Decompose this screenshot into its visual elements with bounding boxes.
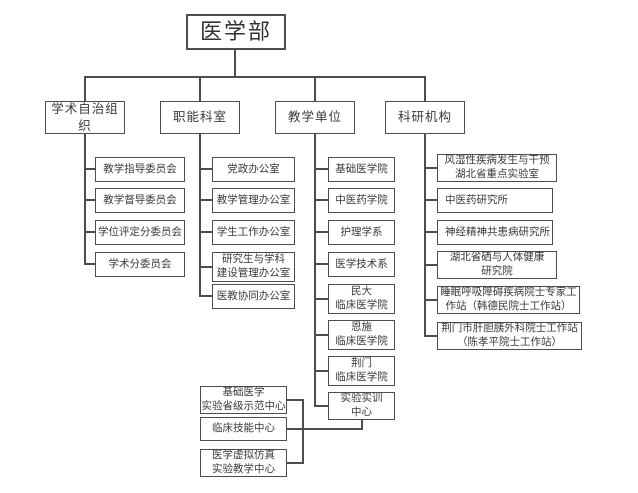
connector-stub [84, 199, 95, 201]
connector-stub [314, 168, 328, 170]
connector-stub [84, 168, 95, 170]
connector-stub [84, 231, 95, 233]
connector-stub [424, 264, 437, 266]
box-hepatobiliary-academician-workstation: 荆门市肝胆胰外科院士工作站 （陈孝平院士工作站） [437, 322, 582, 350]
box-teaching-guidance-committee: 教学指导委员会 [95, 157, 185, 182]
connector-main-horizontal [84, 76, 426, 78]
box-party-government-office: 党政办公室 [212, 157, 295, 182]
connector-stub [199, 199, 212, 201]
box-nursing-department: 护理学系 [328, 220, 395, 245]
connector-stub [424, 299, 437, 301]
box-research-institutions: 科研机构 [385, 101, 465, 134]
connector-training-drop [361, 420, 363, 430]
box-sleep-disorder-academician-workstation: 睡眠呼吸障碍疾病院士专家工 作站（韩德民院士工作站） [437, 286, 580, 314]
connector-stub [287, 399, 303, 401]
box-student-affairs-office: 学生工作办公室 [212, 220, 295, 245]
box-medical-department: 医学部 [186, 14, 286, 50]
box-degree-evaluation-subcommittee: 学位评定分委员会 [95, 220, 185, 245]
box-enshi-clinical-college: 恩施 临床医学院 [328, 320, 395, 350]
box-medical-technology-department: 医学技术系 [328, 252, 395, 277]
connector-spine-offices [199, 134, 201, 297]
box-functional-offices: 职能科室 [160, 101, 240, 134]
connector-branch-drop-teaching [314, 76, 316, 102]
connector-training-spine [302, 399, 304, 464]
connector-stub [199, 168, 212, 170]
box-teaching-units: 教学单位 [275, 101, 355, 134]
box-graduate-discipline-office: 研究生与学科 建设管理办公室 [212, 252, 295, 282]
connector-stub [314, 199, 328, 201]
connector-stub [199, 231, 212, 233]
box-medical-education-collaboration-office: 医教协同办公室 [212, 284, 295, 309]
connector-stub [314, 298, 328, 300]
box-rheumatic-disease-key-lab: 风湿性疾病发生与干预 湖北省重点实验室 [437, 154, 557, 182]
box-basic-medicine-demo-center: 基础医学 实验省级示范中心 [200, 386, 287, 414]
box-virtual-simulation-center: 医学虚拟仿真 实验教学中心 [200, 449, 287, 477]
connector-branch-drop-offices [199, 76, 201, 102]
box-selenium-human-health-institute: 湖北省硒与人体健康 研究院 [437, 251, 557, 279]
box-minda-clinical-college: 民大 临床医学院 [328, 284, 395, 314]
box-tcm-college: 中医药学院 [328, 188, 395, 213]
box-tcm-research-institute: 中医药研究所 [437, 188, 553, 213]
connector-stub [314, 334, 328, 336]
connector-stub [424, 231, 437, 233]
connector-stub [424, 335, 437, 337]
box-experimental-training-center: 实验实训 中心 [328, 392, 395, 420]
box-neuropsychiatric-comorbidity-institute: 神经精神共患病研究所 [437, 220, 553, 245]
box-academic-autonomous-orgs: 学术自治组织 [45, 101, 125, 134]
connector-root-drop [234, 50, 236, 77]
box-academic-subcommittee: 学术分委员会 [95, 252, 185, 277]
box-clinical-skills-center: 临床技能中心 [200, 417, 287, 441]
connector-stub [84, 263, 95, 265]
connector-stub [424, 167, 437, 169]
connector-spine-teaching [314, 134, 316, 407]
connector-branch-drop-academic [84, 76, 86, 102]
connector-stub [287, 462, 303, 464]
connector-stub [314, 231, 328, 233]
connector-branch-drop-research [424, 76, 426, 102]
connector-spine-research [424, 134, 426, 337]
box-teaching-management-office: 教学管理办公室 [212, 188, 295, 213]
connector-stub [314, 405, 328, 407]
connector-stub [199, 295, 212, 297]
box-basic-medical-college: 基础医学院 [328, 157, 395, 182]
box-jingmen-clinical-college: 荆门 临床医学院 [328, 356, 395, 386]
box-teaching-supervision-committee: 教学督导委员会 [95, 188, 185, 213]
connector-stub [314, 370, 328, 372]
connector-training-horizontal [287, 428, 363, 430]
connector-stub [424, 199, 437, 201]
connector-stub [199, 266, 212, 268]
connector-stub [314, 263, 328, 265]
